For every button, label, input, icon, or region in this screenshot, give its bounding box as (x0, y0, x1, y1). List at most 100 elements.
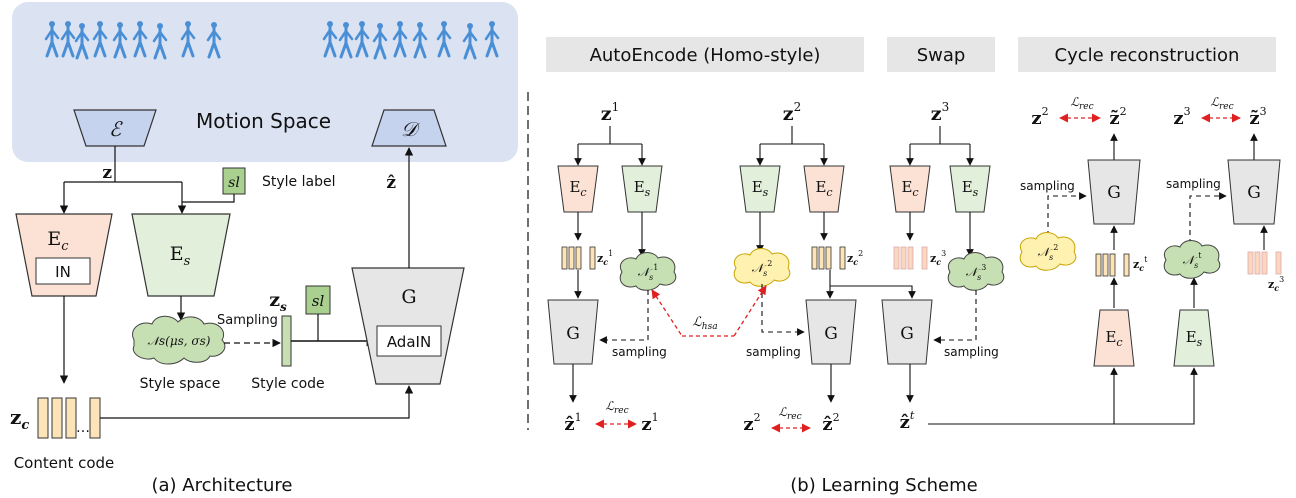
header-swap-text: Swap (917, 45, 966, 66)
motion-encoder (73, 109, 157, 147)
z2-input: z2 (783, 100, 801, 125)
c1-content-code (1095, 253, 1130, 277)
b3-content-code (893, 246, 928, 270)
c2-g (1227, 159, 1281, 225)
in-box (35, 257, 91, 285)
svg-text:Es: Es (962, 178, 979, 199)
motion-decoder (371, 109, 447, 147)
svg-text:G: G (900, 324, 914, 344)
svg-text:𝒩s1: 𝒩s1 (638, 263, 659, 282)
caption-b: (b) Learning Scheme (790, 475, 977, 496)
motion-decoder-symbol: 𝒟 (401, 117, 421, 141)
z3-input: z3 (931, 100, 949, 125)
svg-text:Es: Es (634, 178, 651, 199)
b2-sampling: sampling (746, 345, 801, 359)
b3-es (949, 165, 991, 213)
svg-text:G: G (1107, 183, 1121, 203)
z-hat-label: ẑ (386, 173, 396, 193)
b1-sampling: sampling (612, 345, 667, 359)
svg-text:Es: Es (752, 178, 769, 199)
b1-style-cloud (619, 252, 677, 291)
z1-input: z1 (601, 100, 619, 125)
style-code-text: Style code (251, 376, 324, 392)
svg-text:zc2: zc2 (847, 249, 863, 267)
z-label: z (102, 163, 112, 183)
header-swap (887, 37, 995, 72)
b2-es (739, 165, 781, 213)
c1-ztilde: z̃2 (1109, 105, 1126, 129)
b3-g (881, 299, 933, 365)
svg-text:zc1: zc1 (597, 249, 613, 267)
style-code-bar (281, 315, 292, 367)
c1-style-cloud (1019, 232, 1077, 271)
content-code-bars (37, 397, 101, 439)
b2-z-target: z2 (743, 411, 760, 435)
svg-text:𝒩s3: 𝒩s3 (966, 263, 987, 282)
svg-text:Ec: Ec (901, 178, 918, 199)
b3-zhat-t: ẑt (900, 409, 915, 433)
style-label-text: Style label (262, 174, 335, 190)
style-label-box-2-text: sl (312, 292, 325, 310)
c2-style-cloud (1163, 240, 1221, 279)
header-cycle-text: Cycle reconstruction (1055, 45, 1240, 66)
svg-text:G: G (824, 324, 838, 344)
c1-sampling: sampling (1020, 179, 1075, 193)
style-encoder (131, 213, 231, 297)
style-space-text: Style space (140, 376, 221, 392)
caption-a: (a) Architecture (152, 475, 293, 496)
c2-z-target: z3 (1173, 105, 1190, 129)
b2-style-cloud (733, 248, 791, 287)
c2-ztilde: z̃3 (1249, 105, 1266, 129)
b2-zhat: ẑ2 (822, 411, 839, 435)
c1-lrec: ℒrec (1070, 95, 1093, 112)
style-encoder-label: Es (170, 243, 191, 269)
b1-lrec: ℒrec (605, 399, 628, 416)
b1-content-code (561, 246, 596, 270)
b2-content-code (811, 246, 846, 270)
style-label-box-2 (305, 285, 331, 315)
motion-space-label: Motion Space (196, 109, 331, 133)
c2-sampling: sampling (1166, 177, 1221, 191)
b1-es (621, 165, 663, 213)
content-code-text: Content code (14, 454, 115, 472)
b3-style-cloud (947, 252, 1005, 291)
header-cycle (1018, 37, 1276, 72)
svg-text:G: G (1247, 183, 1261, 203)
sampling-text: Sampling (217, 313, 278, 328)
b1-z-target: z1 (641, 411, 658, 435)
c2-content-code (1247, 251, 1282, 275)
content-code-dots: … (76, 420, 90, 436)
c2-es (1173, 309, 1215, 367)
motion-encoder-symbol: ℰ (109, 117, 123, 141)
svg-text:Ec: Ec (569, 178, 586, 199)
b2-g (805, 299, 857, 365)
l-hsa: ℒhsa (692, 315, 717, 332)
style-space-cloud (132, 315, 226, 365)
zc-label: zc (10, 405, 29, 433)
adain-box-text: AdaIN (387, 333, 431, 351)
generator-label: G (401, 286, 416, 308)
header-autoencode-text: AutoEncode (Homo-style) (590, 45, 821, 66)
c2-lrec: ℒrec (1210, 95, 1233, 112)
adain-box (376, 325, 442, 357)
svg-text:Ec: Ec (1105, 328, 1122, 349)
svg-text:𝒩s2: 𝒩s2 (752, 259, 773, 278)
header-autoencode (546, 37, 864, 72)
b1-g (547, 299, 599, 365)
b1-ec (557, 165, 599, 213)
c1-g (1087, 159, 1141, 225)
svg-text:zc3: zc3 (1268, 275, 1284, 293)
b1-zhat: ẑ1 (564, 411, 581, 435)
style-space-cloud-text: 𝒩s(μs, σs) (148, 334, 211, 348)
b3-ec (889, 165, 931, 213)
svg-text:zc3: zc3 (930, 249, 946, 267)
svg-text:zct: zct (1133, 255, 1148, 273)
svg-text:G: G (566, 324, 580, 344)
svg-text:𝒩st: 𝒩st (1183, 251, 1203, 270)
b3-sampling: sampling (944, 345, 999, 359)
b2-ec (803, 165, 845, 213)
in-box-text: IN (55, 263, 71, 281)
svg-text:Ec: Ec (815, 178, 832, 199)
zs-label: zs (269, 289, 287, 314)
